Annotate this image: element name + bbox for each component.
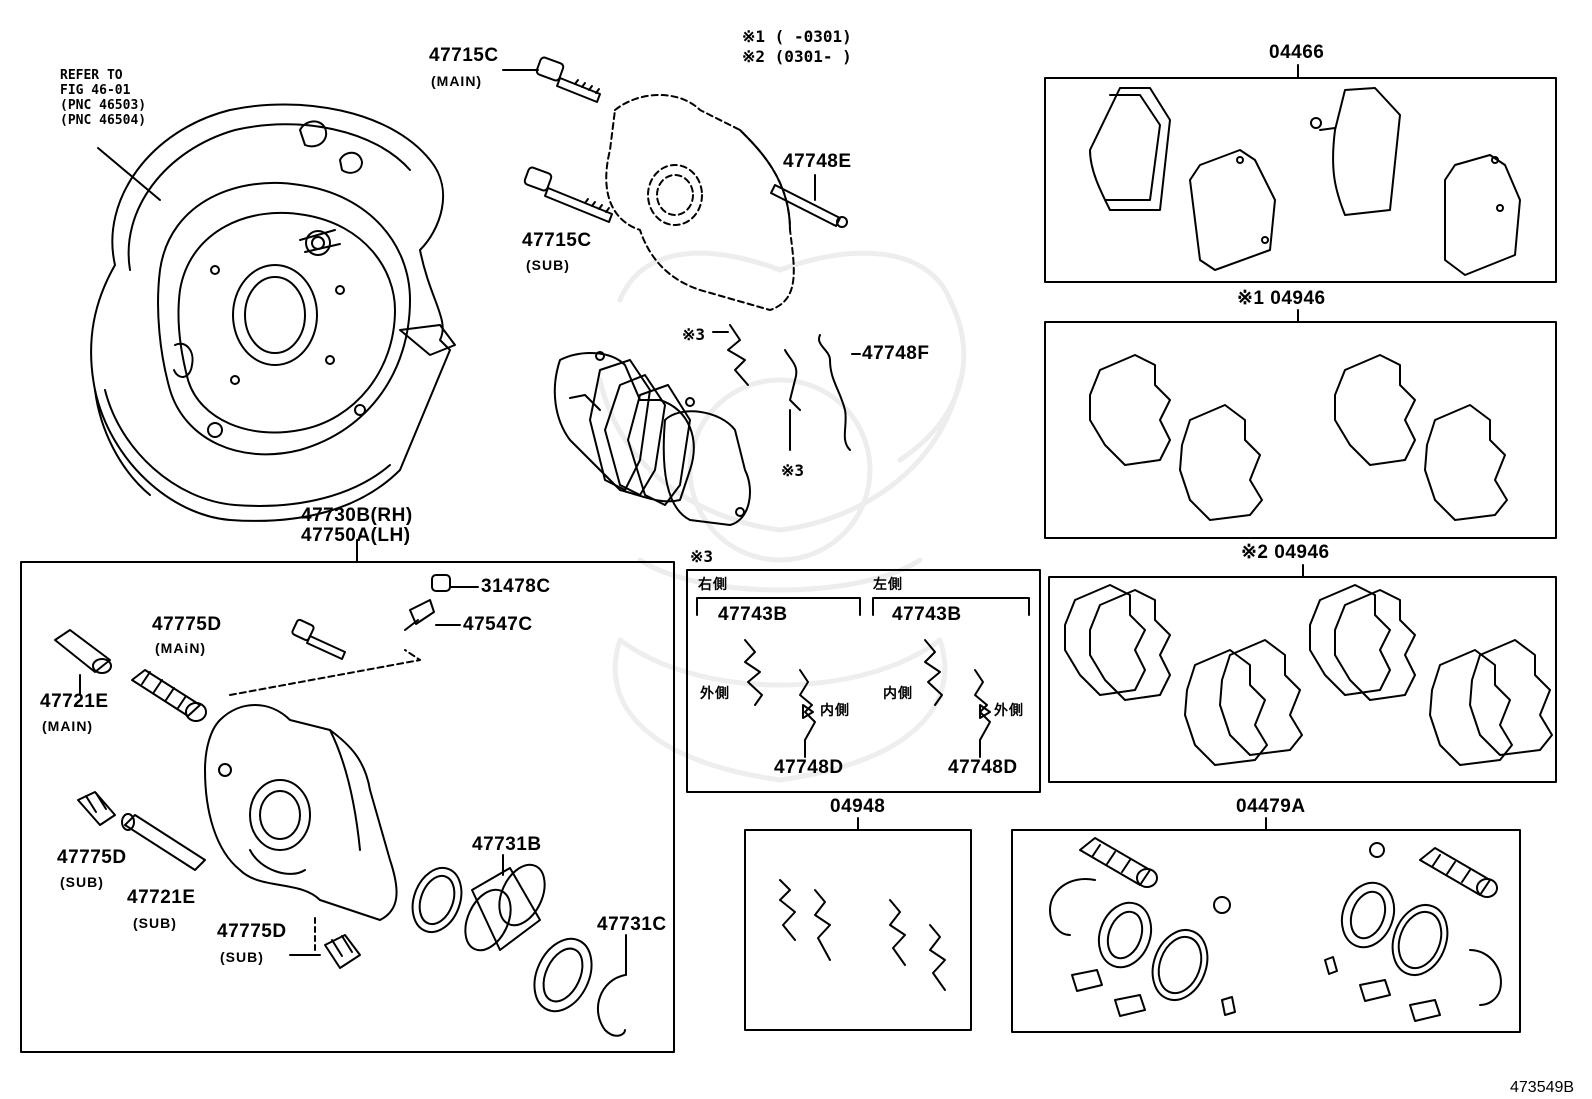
clip-47743b-right[interactable]: 47743B — [718, 604, 788, 625]
clip-right-side: 右側 — [698, 576, 728, 592]
leader-dust-shield — [97, 147, 161, 201]
refer-line3: (PNC 46503) — [60, 98, 147, 113]
clip-sides-box — [686, 569, 1041, 793]
pin-47721e-sub — [121, 813, 206, 871]
guide-pin-47748e — [770, 184, 848, 228]
kit-04466-box — [1044, 77, 1557, 283]
clip-47748d-left[interactable]: 47748D — [948, 757, 1018, 778]
part-47731b[interactable]: 47731B — [472, 834, 542, 855]
part-47748f[interactable]: 47748F — [862, 343, 930, 364]
clips-right-side — [744, 639, 816, 741]
kit-04948-box — [744, 829, 972, 1031]
pads-04466 — [1089, 87, 1521, 276]
part-47775d-sub2-note: (SUB) — [220, 949, 264, 965]
refer-line4: (PNC 46504) — [60, 113, 147, 128]
part-47721e-main-note: (MAIN) — [42, 718, 94, 734]
boot-47775d-sub2 — [324, 934, 361, 969]
caliper-mount-dashed — [605, 94, 795, 311]
caliper-bolt-sub — [523, 166, 613, 223]
clip-inner-left: 内側 — [883, 685, 913, 701]
clip-outer-right: 外側 — [700, 685, 730, 701]
clips-left-side — [924, 639, 991, 741]
refer-line1: REFER TO — [60, 68, 123, 83]
seal-kit-04479a — [1049, 837, 1502, 1022]
snap-ring-47731c — [596, 974, 626, 1037]
part-47775d-main[interactable]: 47775D — [152, 614, 222, 635]
brake-pads-center — [553, 351, 751, 526]
clip-47743b-left[interactable]: 47743B — [892, 604, 962, 625]
refer-line2: FIG 46-01 — [60, 83, 131, 98]
clip-47748d-right[interactable]: 47748D — [774, 757, 844, 778]
part-47721e-sub[interactable]: 47721E — [127, 887, 196, 908]
pin-47721e-main — [54, 629, 112, 674]
clip-inner-right: 内側 — [820, 702, 850, 718]
kit-04479a[interactable]: 04479A — [1236, 796, 1306, 817]
part-47721e-sub-note: (SUB) — [133, 915, 177, 931]
note-3-b: ※3 — [781, 461, 805, 480]
part-31478c[interactable]: 31478C — [481, 576, 551, 597]
bolt-small — [291, 618, 346, 660]
shims-04946-1 — [1089, 354, 1508, 521]
clip-left-side: 左側 — [873, 576, 903, 592]
note-1: ※1 ( -0301) — [742, 27, 852, 46]
shims-04946-2 — [1064, 584, 1553, 766]
kit-04466[interactable]: 04466 — [1269, 42, 1325, 63]
kit-04946-2-box — [1048, 576, 1557, 783]
part-47750a-lh[interactable]: 47750A(LH) — [301, 525, 411, 546]
boot-47775d-main — [131, 669, 207, 722]
kit-04948[interactable]: 04948 — [830, 796, 886, 817]
part-47547c[interactable]: 47547C — [463, 614, 533, 635]
part-47715c-sub[interactable]: 47715C — [522, 230, 592, 251]
clips-04948 — [779, 879, 946, 991]
part-47731c[interactable]: 47731C — [597, 914, 667, 935]
clip-box-title: ※3 — [690, 547, 714, 566]
dust-shield — [90, 103, 456, 522]
kit-04946-2[interactable]: ※2 04946 — [1241, 542, 1330, 563]
piston-boot — [533, 937, 593, 1013]
figure-code: 473549B — [1510, 1079, 1575, 1096]
boot-47775d-sub — [77, 791, 116, 826]
part-47715c-sub-note: (SUB) — [526, 257, 570, 273]
part-47715c-main[interactable]: 47715C — [429, 45, 499, 66]
caliper-body — [204, 649, 421, 921]
caliper-bolt-main — [535, 56, 601, 103]
shim-clip-47748f — [727, 324, 851, 451]
part-47775d-sub[interactable]: 47775D — [57, 847, 127, 868]
part-47775d-sub-note: (SUB) — [60, 874, 104, 890]
note-2: ※2 (0301- ) — [742, 47, 852, 66]
kit-04479a-box — [1011, 829, 1521, 1033]
part-47730b-rh[interactable]: 47730B(RH) — [301, 505, 413, 526]
note-3-a: ※3 — [682, 325, 706, 344]
piston-47731b — [464, 863, 546, 952]
kit-04946-1[interactable]: ※1 04946 — [1237, 288, 1326, 309]
part-47775d-sub2[interactable]: 47775D — [217, 921, 287, 942]
part-47748e[interactable]: 47748E — [783, 151, 852, 172]
bleeder — [404, 574, 451, 631]
kit-04946-1-box — [1044, 321, 1557, 539]
mount-edge — [739, 129, 791, 231]
part-47715c-main-note: (MAIN) — [431, 73, 483, 89]
clip-outer-left: 外側 — [994, 702, 1024, 718]
watermark — [597, 250, 967, 783]
seal-ring — [411, 867, 463, 933]
part-47721e-main[interactable]: 47721E — [40, 691, 109, 712]
part-47775d-main-note: (MAiN) — [155, 640, 207, 656]
caliper-assembly-box — [20, 561, 675, 1053]
